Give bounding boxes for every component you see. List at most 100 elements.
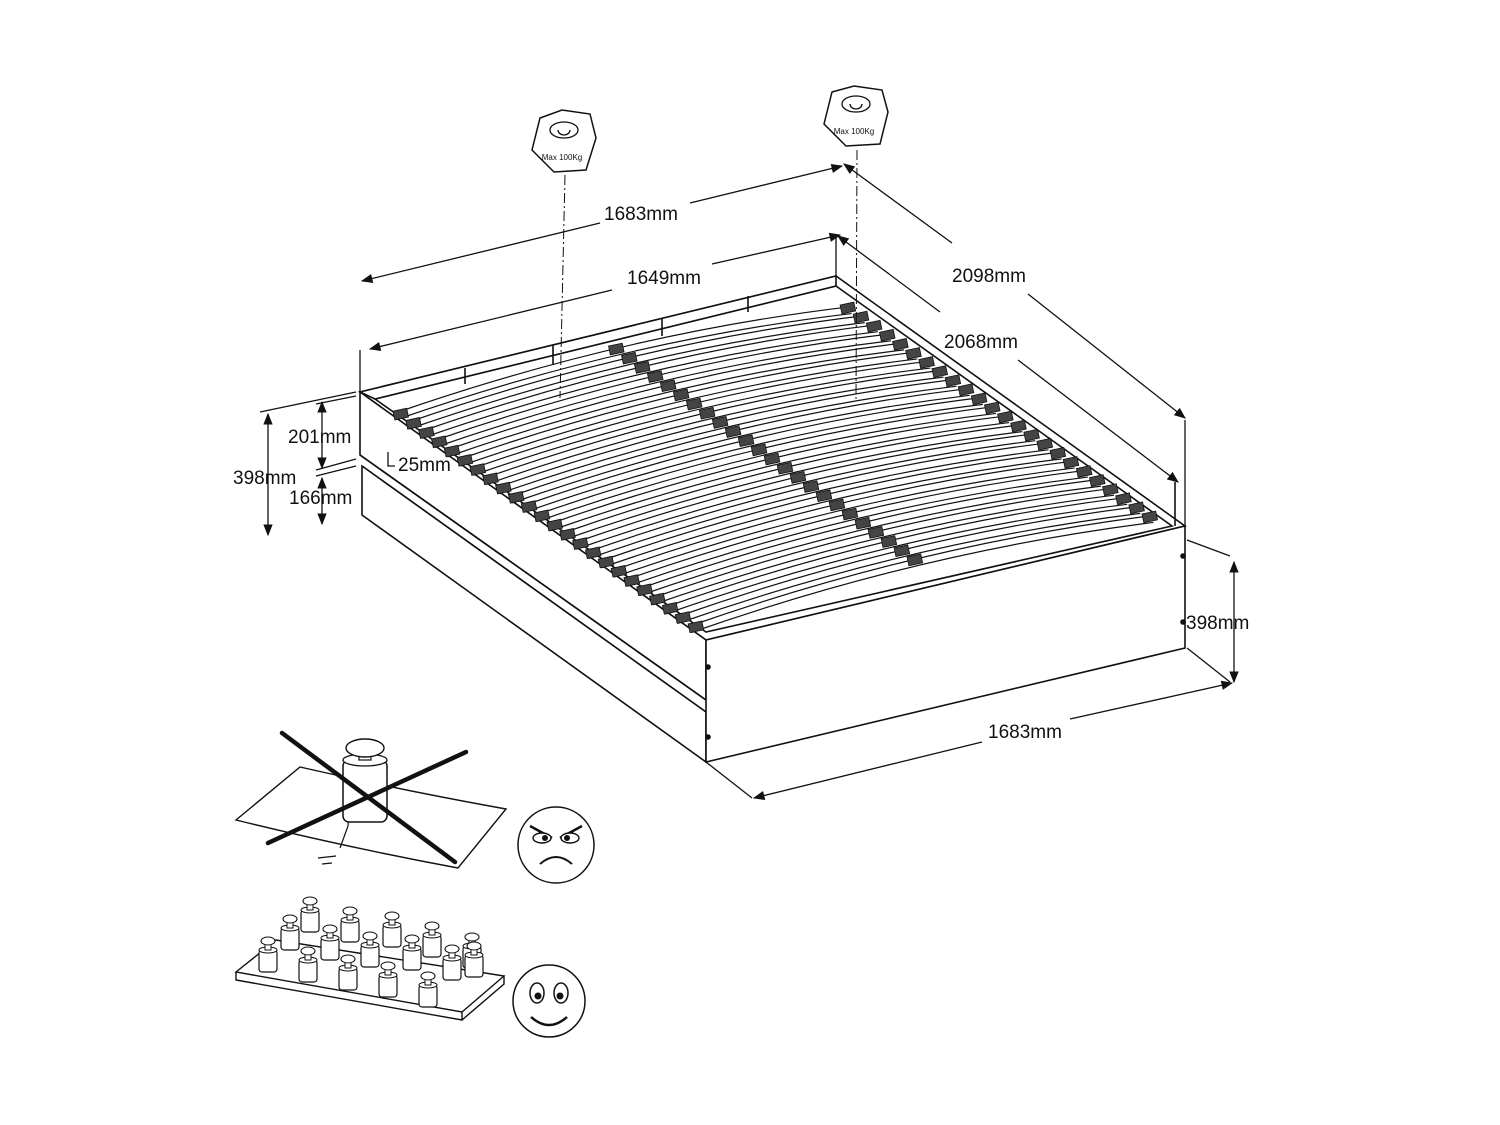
- slat: [588, 442, 1049, 552]
- slat: [486, 369, 944, 478]
- slat: [537, 405, 997, 515]
- weight-pointer-line: [559, 174, 566, 399]
- slat-holder: [867, 526, 885, 539]
- slat: [665, 503, 1128, 615]
- dim-upper-height: 201mm: [288, 427, 351, 448]
- small-weight-icon: [378, 961, 398, 998]
- slat: [640, 485, 1102, 596]
- small-weight-icon: [402, 934, 422, 971]
- slat: [498, 378, 957, 488]
- slat-holder: [559, 528, 576, 541]
- slat-holder: [546, 518, 563, 532]
- concentrated-load-crossed-icon: [234, 730, 508, 869]
- slat: [614, 460, 1075, 571]
- slat-holder: [674, 611, 692, 624]
- slat-holder: [880, 535, 898, 548]
- slat: [498, 385, 957, 495]
- slat-holder: [659, 379, 677, 393]
- slat: [409, 322, 865, 430]
- small-weight-icon: [280, 914, 300, 951]
- slat-holder: [482, 472, 499, 486]
- slat: [473, 360, 931, 469]
- angry-face-icon: [517, 806, 595, 884]
- slat: [473, 367, 931, 476]
- slat-holder: [572, 537, 589, 550]
- slat-grid: [392, 301, 1159, 634]
- slat: [396, 312, 852, 421]
- slat-holder: [469, 463, 486, 476]
- slat-holder: [997, 410, 1014, 424]
- slat-holder: [828, 498, 846, 512]
- slat: [563, 431, 1023, 541]
- slat-holder: [918, 356, 935, 369]
- small-weight-icon: [422, 921, 442, 958]
- slat-holder: [456, 454, 474, 467]
- slat-holder: [957, 383, 975, 397]
- slat: [678, 505, 1141, 617]
- slat: [627, 476, 1088, 587]
- slat-holder: [776, 461, 794, 475]
- weight-label: Max 100Kg: [542, 153, 582, 162]
- slat: [537, 412, 997, 522]
- slat: [434, 340, 892, 448]
- slat: [460, 358, 918, 467]
- slat-holder: [1049, 447, 1067, 460]
- slat: [550, 421, 1010, 532]
- slat: [524, 396, 983, 506]
- slat-holder: [1088, 474, 1106, 487]
- slat: [601, 451, 1062, 562]
- slat-holder: [520, 500, 538, 513]
- slat-holder: [839, 301, 857, 315]
- slat-holder: [685, 397, 703, 411]
- weight-pointer-line: [855, 149, 858, 401]
- slat-holder: [687, 620, 705, 634]
- slat: [652, 494, 1115, 606]
- slat-holder: [789, 471, 807, 484]
- slat-holder: [672, 388, 690, 402]
- slat-holder: [392, 407, 409, 421]
- bed-frame: [357, 274, 1187, 764]
- weight-label: Max 100Kg: [834, 127, 874, 136]
- slat-holder: [1128, 501, 1145, 515]
- slat-holder: [893, 544, 911, 558]
- slat-holder: [906, 553, 924, 567]
- slat-holder: [1010, 419, 1027, 433]
- small-weight-icon: [320, 924, 340, 961]
- slat-holder: [1062, 456, 1080, 469]
- weight-icon: Max 100Kg: [823, 85, 889, 147]
- small-weight-icon: [464, 941, 484, 978]
- slat-holder: [507, 491, 525, 504]
- slat: [575, 433, 1036, 543]
- dim-lower-height: 166mm: [289, 488, 352, 509]
- slat-holder: [584, 546, 602, 560]
- slat: [421, 331, 878, 439]
- slat-holder: [623, 574, 640, 587]
- slat-holder: [878, 328, 896, 342]
- slat-holder: [892, 338, 909, 351]
- slat-holder: [698, 406, 716, 420]
- slat-holder: [724, 425, 742, 438]
- slat-holder: [418, 426, 435, 439]
- slat-holder: [533, 509, 551, 523]
- slat-holder: [661, 602, 679, 615]
- slat-holder: [443, 444, 461, 458]
- slat-holder: [852, 310, 870, 324]
- slat-holder: [763, 452, 781, 466]
- slat: [563, 424, 1023, 534]
- slat: [601, 458, 1062, 569]
- slat: [524, 403, 983, 513]
- slat-holder: [649, 592, 666, 606]
- small-weight-icon: [298, 946, 318, 983]
- slat: [614, 467, 1075, 578]
- slat: [409, 315, 865, 423]
- dim-top-inner-width: 1649mm: [627, 268, 701, 289]
- small-weight-icon: [258, 936, 278, 973]
- small-weight-icon: [442, 944, 462, 981]
- slat: [678, 512, 1141, 624]
- slat: [396, 305, 852, 414]
- slat: [691, 521, 1154, 633]
- slat-holder: [1102, 483, 1119, 497]
- dim-gap: 25mm: [398, 455, 451, 476]
- slat-holder: [854, 516, 872, 530]
